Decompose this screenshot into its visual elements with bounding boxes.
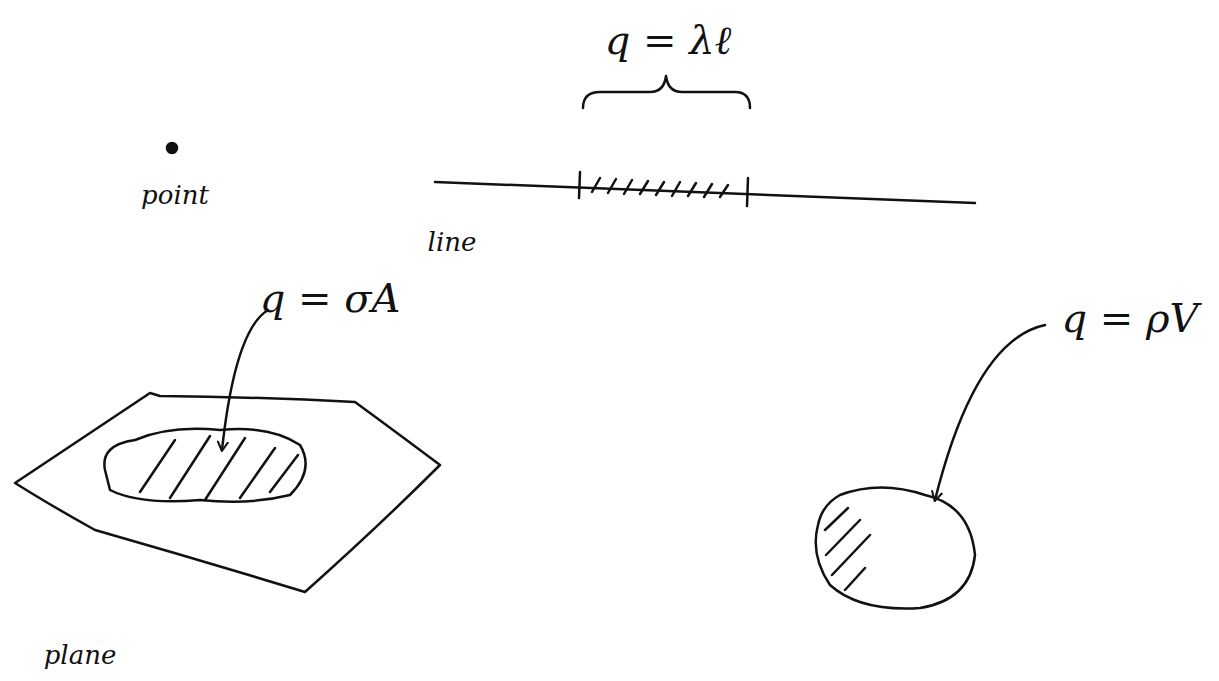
volume-blob bbox=[816, 325, 1045, 609]
formula-label: q = λℓ bbox=[605, 18, 732, 62]
line-charge bbox=[435, 76, 975, 206]
shape-label: plane bbox=[44, 641, 117, 670]
point-dot bbox=[167, 143, 177, 153]
shape-label: point bbox=[141, 181, 209, 210]
plane-sheet bbox=[15, 310, 440, 592]
formula-label: q = σA bbox=[260, 276, 401, 320]
formula-label: q = ρV bbox=[1062, 296, 1199, 340]
shape-label: line bbox=[428, 228, 477, 257]
